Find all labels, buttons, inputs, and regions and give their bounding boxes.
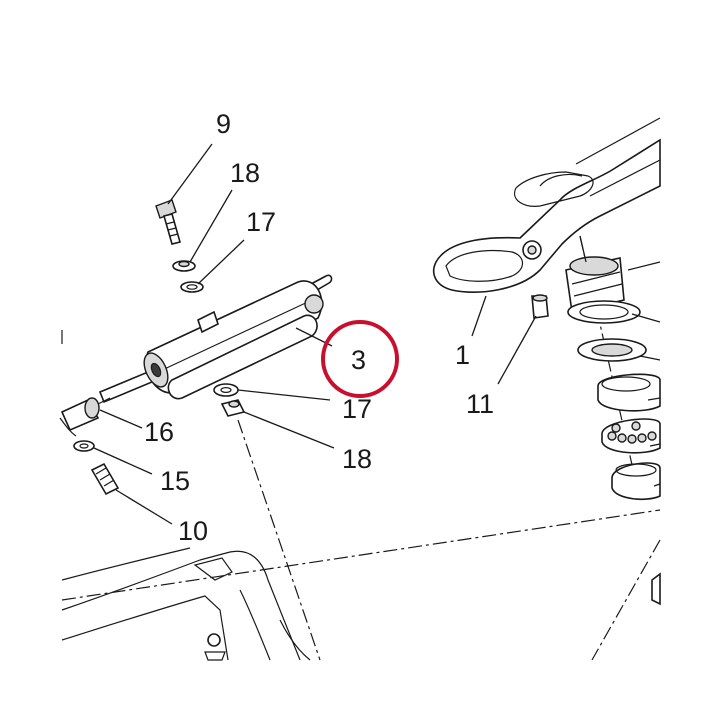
rod-end-16-socket <box>84 397 100 419</box>
steering-nut-top <box>569 256 619 276</box>
mounting-axis-line <box>237 419 321 661</box>
frame-section <box>59 330 311 661</box>
part-18-bottom-spacer <box>220 399 246 417</box>
frame-axis-line <box>61 509 661 601</box>
leader-stack-6 <box>653 483 661 487</box>
leader-18-top <box>189 189 233 263</box>
frame-rib-2 <box>279 619 311 661</box>
spacer-18-bottom-hole <box>228 400 240 408</box>
part-10-bolt <box>90 462 120 496</box>
damper-piston-rod <box>98 370 154 404</box>
upper-bearing-race <box>597 373 661 412</box>
rod-end-16-thread <box>97 397 111 405</box>
part-16-rod-end <box>60 397 111 432</box>
leader-16 <box>99 409 143 429</box>
callout-18-top: 18 <box>230 158 260 188</box>
steering-head-stack <box>565 256 661 606</box>
callout-10: 10 <box>178 516 208 546</box>
callout-11: 11 <box>466 389 494 419</box>
washer-17-bottom <box>213 383 239 397</box>
callout-15: 15 <box>160 466 190 496</box>
callout-labels: 9 18 17 3 1 11 17 18 16 15 10 <box>144 109 494 546</box>
part-17-bottom-washer <box>213 383 239 397</box>
yoke-arm-top-edge <box>575 117 661 165</box>
part-18-top-spacer <box>172 260 196 272</box>
yoke-upper-boss <box>514 171 594 207</box>
washer-15 <box>73 440 95 452</box>
upper-bearing-race-inner <box>601 376 651 392</box>
leader-stack-3 <box>639 355 661 361</box>
part-9-bolt <box>155 199 181 245</box>
callout-9: 9 <box>216 109 231 139</box>
frame-rib <box>239 589 271 661</box>
leader-15 <box>93 447 153 475</box>
damper-body-line <box>157 299 313 373</box>
washer-17-top <box>180 281 204 293</box>
dust-seal-inner <box>591 343 633 357</box>
leader-stack-2 <box>631 313 661 323</box>
highlight-circle <box>321 320 399 398</box>
callout-17-bottom: 17 <box>342 394 372 424</box>
leader-stack-1 <box>627 261 661 271</box>
steering-axis-line <box>591 539 661 661</box>
washer-15-hole <box>79 443 89 449</box>
frame-outline-lower <box>61 595 229 661</box>
part-15-washer <box>73 440 95 452</box>
damper-mounting-tab <box>197 310 219 334</box>
steering-nut-flats <box>571 271 623 297</box>
callout-18-bottom: 18 <box>342 444 372 474</box>
frame-bolt-head <box>207 633 221 647</box>
frame-bracket <box>193 557 233 581</box>
bolt-10-thread <box>95 467 115 487</box>
lower-bearing-race <box>611 462 661 501</box>
leader-stack-4 <box>647 397 661 401</box>
part-17-top-washer <box>180 281 204 293</box>
part-11-bolt <box>531 294 549 319</box>
leader-11 <box>497 315 537 385</box>
yoke-outline <box>432 138 661 293</box>
part-1-top-yoke <box>432 117 661 293</box>
callout-1: 1 <box>455 340 470 370</box>
washer-17-top-hole <box>186 284 198 290</box>
steering-lock-washer <box>567 300 641 324</box>
leader-stack-5 <box>649 443 661 447</box>
yoke-arm-mid-edge <box>589 159 661 197</box>
lower-bearing-race-inner <box>615 463 657 477</box>
yoke-clamp-opening <box>445 249 524 282</box>
bearing-balls <box>607 421 657 444</box>
leader-18-bottom <box>243 411 335 449</box>
steering-damper <box>98 274 333 404</box>
washer-17-bottom-hole <box>220 387 232 394</box>
steering-lock-washer-inner <box>579 304 629 320</box>
leader-9 <box>167 143 213 205</box>
spacer-18-top-hole <box>178 260 190 268</box>
frame-bolt-nut <box>204 651 226 661</box>
callout-3: 3 <box>351 345 366 375</box>
frame-outline-top <box>61 547 191 581</box>
damper-adjuster-knob <box>304 294 324 314</box>
leader-nut <box>579 235 587 263</box>
callout-16: 16 <box>144 417 174 447</box>
leader-lines <box>93 143 661 525</box>
damper-end-hole <box>150 362 162 378</box>
bolt-10-shank <box>90 462 120 496</box>
frame-outline-upper <box>61 550 301 661</box>
yoke-pinch-bolt-core <box>527 245 537 255</box>
leader-17-bottom <box>237 389 331 401</box>
yoke-boss-detail <box>539 173 583 187</box>
bolt-11-socket <box>532 294 548 302</box>
leader-17-top <box>197 239 245 285</box>
bolt-9-thread <box>165 221 179 237</box>
steering-stem-fragment <box>651 572 661 606</box>
leader-1 <box>471 295 487 337</box>
leader-10 <box>115 489 173 525</box>
callout-17-top: 17 <box>246 207 276 237</box>
frame-edge-curve <box>59 417 77 437</box>
